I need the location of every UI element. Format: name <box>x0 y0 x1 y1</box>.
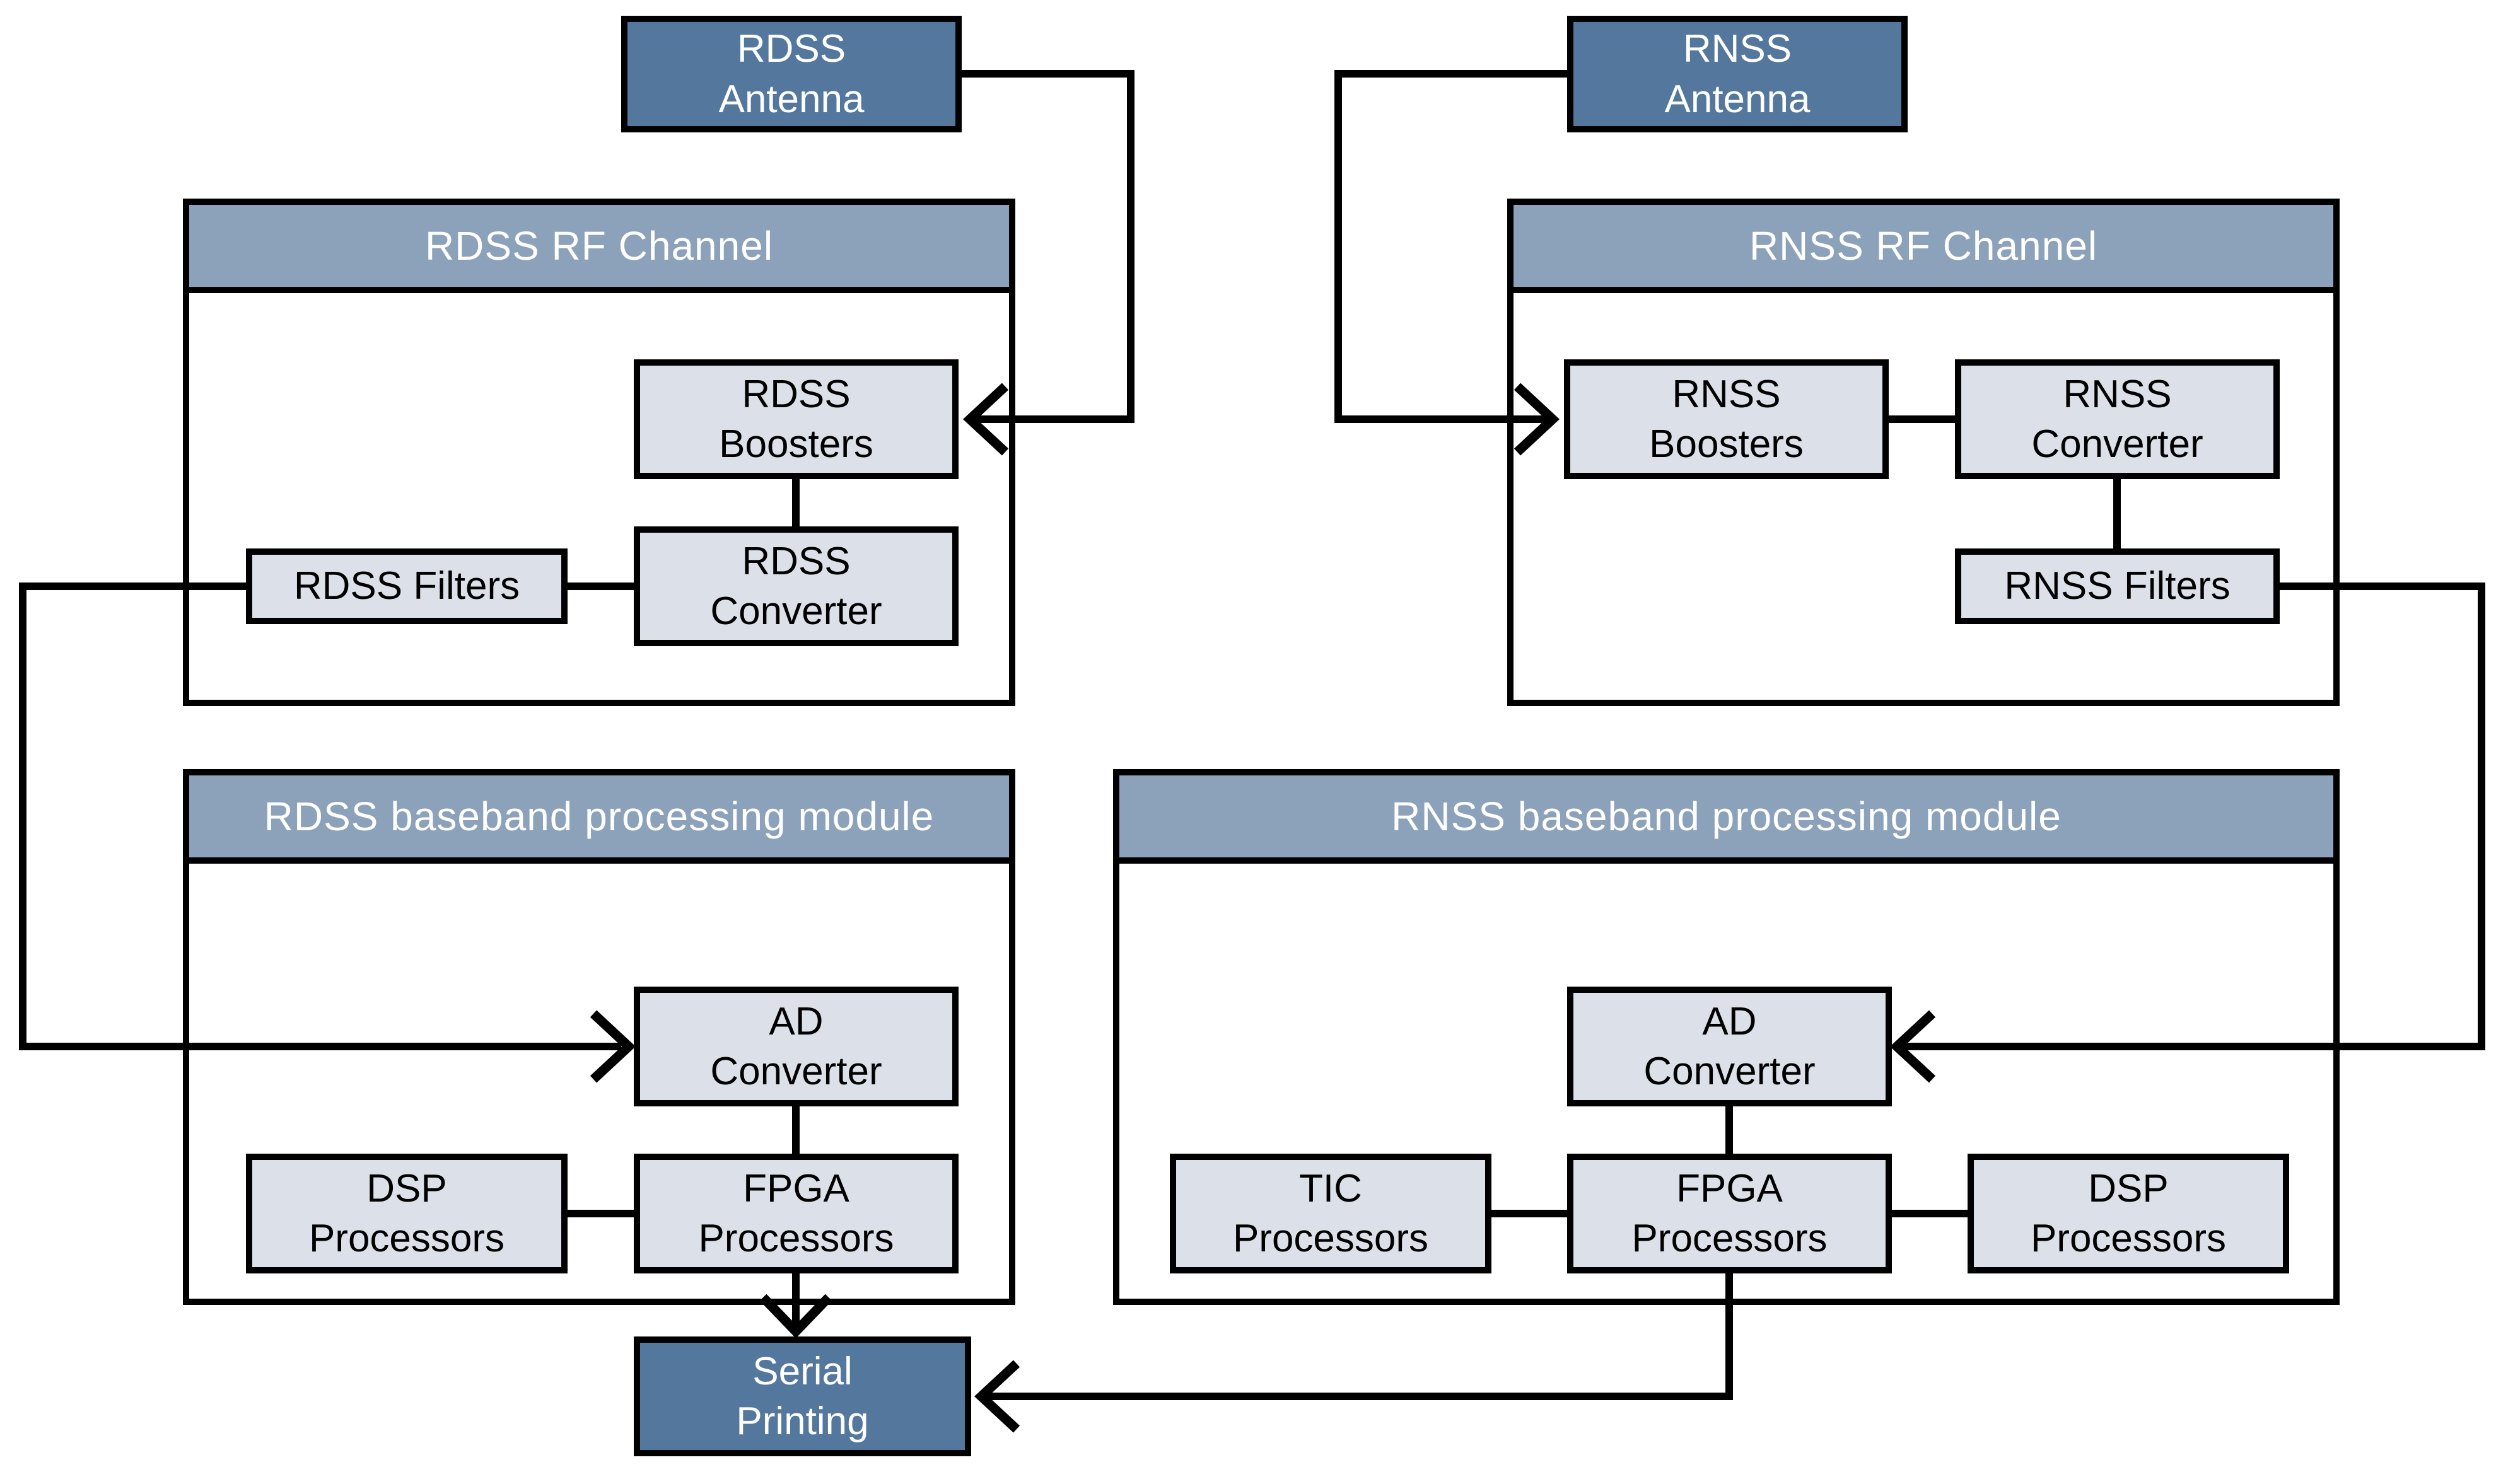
rnss-fpga-label-line2: Processors <box>1631 1217 1828 1260</box>
rnss-converter-box: RNSS Converter <box>1955 359 2280 479</box>
rdss-fpga-label-line1: FPGA <box>743 1166 849 1210</box>
rnss-antenna-box: RNSS Antenna <box>1567 16 1908 132</box>
wire-rdss-antenna-to-boosters <box>960 70 1134 423</box>
rdss-filters-label: RDSS Filters <box>293 564 520 608</box>
arrowhead-into-rnss-ad-converter <box>1889 1010 1936 1083</box>
rdss-dsp-label-line1: DSP <box>366 1166 447 1210</box>
rnss-ad-converter-label-line1: AD <box>1702 999 1757 1043</box>
rdss-rf-channel-header: RDSS RF Channel <box>189 205 1009 293</box>
arrowhead-into-rdss-boosters <box>962 383 1009 456</box>
wire-rnss-antenna-to-boosters <box>1334 70 1569 423</box>
rnss-boosters-label-line1: RNSS <box>1672 372 1781 416</box>
rnss-filters-box: RNSS Filters <box>1955 548 2280 624</box>
rnss-tic-label-line1: TIC <box>1299 1166 1362 1210</box>
serial-printing-label-line2: Printing <box>736 1400 869 1443</box>
rdss-rf-channel-container: RDSS RF Channel <box>183 199 1015 706</box>
arrowhead-into-rnss-boosters <box>1514 383 1560 456</box>
rdss-ad-converter-box: AD Converter <box>634 987 959 1106</box>
rnss-boosters-label-line2: Boosters <box>1649 422 1804 466</box>
rdss-fpga-processors-box: FPGA Processors <box>634 1154 959 1273</box>
rnss-converter-label-line2: Converter <box>2031 422 2203 466</box>
rnss-boosters-box: RNSS Boosters <box>1564 359 1889 479</box>
rnss-dsp-label-line2: Processors <box>2030 1217 2227 1260</box>
rdss-boosters-label-line2: Boosters <box>719 422 873 466</box>
rdss-ad-converter-label-line1: AD <box>769 999 824 1043</box>
rnss-baseband-module-header: RNSS baseband processing module <box>1119 775 2333 864</box>
rdss-boosters-label-line1: RDSS <box>742 372 851 416</box>
rdss-filters-box: RDSS Filters <box>246 548 568 624</box>
rnss-ad-converter-label-line2: Converter <box>1643 1050 1816 1093</box>
rnss-tic-processors-box: TIC Processors <box>1170 1154 1491 1273</box>
rnss-antenna-label-line1: RNSS <box>1683 27 1792 71</box>
rnss-rf-channel-title: RNSS RF Channel <box>1749 223 2098 269</box>
rnss-baseband-module-container: RNSS baseband processing module <box>1113 769 2340 1305</box>
rnss-dsp-label-line1: DSP <box>2088 1166 2169 1210</box>
rnss-fpga-processors-box: FPGA Processors <box>1567 1154 1892 1273</box>
rnss-filters-label: RNSS Filters <box>2004 564 2231 608</box>
rnss-rf-channel-header: RNSS RF Channel <box>1514 205 2333 293</box>
serial-printing-box: Serial Printing <box>634 1336 971 1456</box>
serial-printing-label-line1: Serial <box>752 1349 853 1393</box>
wire-rnss-fpga-to-serial-printing <box>988 1272 1733 1400</box>
rnss-dsp-processors-box: DSP Processors <box>1968 1154 2289 1273</box>
wire-rdss-filters-to-ad-converter <box>19 583 621 1050</box>
rdss-converter-label-line1: RDSS <box>742 539 851 583</box>
arrowhead-into-serial-printing-top <box>759 1294 832 1338</box>
rnss-ad-converter-box: AD Converter <box>1567 987 1892 1106</box>
arrowhead-into-rdss-ad-converter <box>590 1010 636 1083</box>
arrowhead-into-serial-printing-right <box>974 1360 1020 1433</box>
rdss-antenna-label-line1: RDSS <box>737 27 846 71</box>
rdss-ad-converter-label-line2: Converter <box>710 1050 882 1093</box>
rnss-baseband-module-title: RNSS baseband processing module <box>1391 794 2062 839</box>
rdss-baseband-module-header: RDSS baseband processing module <box>189 775 1009 864</box>
rdss-converter-box: RDSS Converter <box>634 526 959 646</box>
rnss-antenna-label-line2: Antenna <box>1664 77 1811 121</box>
rdss-dsp-label-line2: Processors <box>308 1217 505 1260</box>
rdss-converter-label-line2: Converter <box>710 589 882 633</box>
rdss-baseband-module-container: RDSS baseband processing module <box>183 769 1015 1305</box>
rdss-antenna-label-line2: Antenna <box>718 77 865 121</box>
rnss-fpga-label-line1: FPGA <box>1676 1166 1783 1210</box>
rnss-rf-channel-container: RNSS RF Channel <box>1507 199 2340 706</box>
rdss-fpga-label-line2: Processors <box>698 1217 894 1260</box>
rnss-tic-label-line2: Processors <box>1232 1217 1429 1260</box>
rnss-converter-label-line1: RNSS <box>2063 372 2172 416</box>
rdss-antenna-box: RDSS Antenna <box>621 16 962 132</box>
rdss-boosters-box: RDSS Boosters <box>634 359 959 479</box>
wire-rnss-filters-to-ad-converter <box>1903 583 2485 1050</box>
rdss-rf-channel-title: RDSS RF Channel <box>424 223 774 269</box>
rdss-dsp-processors-box: DSP Processors <box>246 1154 568 1273</box>
rdss-baseband-module-title: RDSS baseband processing module <box>264 794 935 839</box>
